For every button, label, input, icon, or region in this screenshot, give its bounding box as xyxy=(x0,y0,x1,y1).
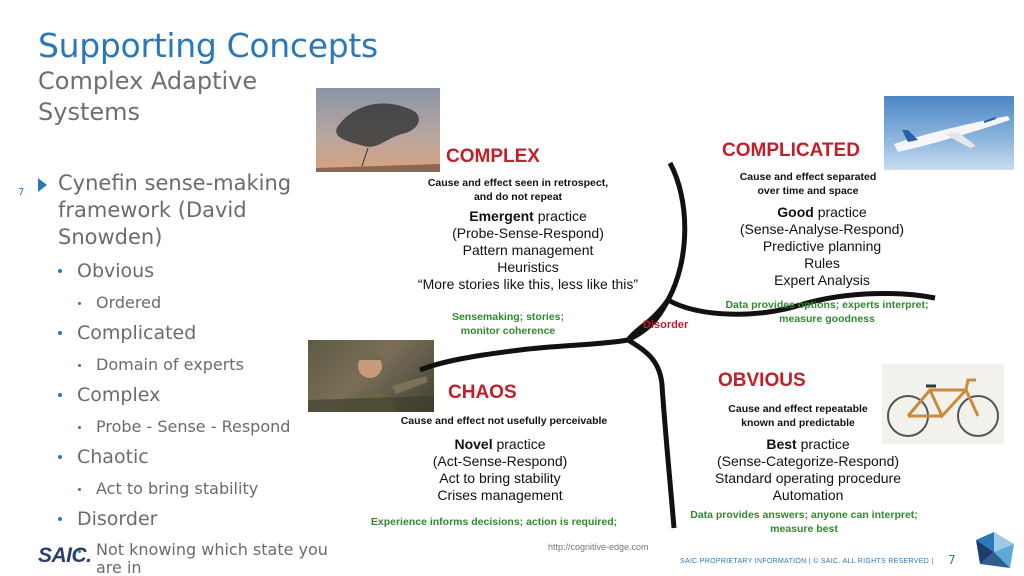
starling-flock-photo xyxy=(316,88,440,172)
obvious-practice: Best practice (Sense-Categorize-Respond)… xyxy=(714,436,902,503)
dot-bullet-icon xyxy=(78,550,81,553)
bird-flock-icon xyxy=(316,103,440,172)
bullet-main-text: Cynefin sense-making framework (David Sn… xyxy=(58,171,292,249)
complex-heading: COMPLEX xyxy=(446,146,540,167)
bullet-main: Cynefin sense-making framework (David Sn… xyxy=(38,170,338,251)
slide-number-marker: 7 xyxy=(18,187,25,198)
corner-triangle-icon xyxy=(976,532,1014,568)
complex-practice: Emergent practice (Probe-Sense-Respond) … xyxy=(417,208,639,292)
bullet-disorder: Disorder xyxy=(38,507,338,531)
triangle-bullet-icon xyxy=(38,178,47,192)
chaos-practice: Novel practice (Act-Sense-Respond) Act t… xyxy=(432,436,568,503)
dot-bullet-icon xyxy=(78,364,81,367)
dot-bullet-icon xyxy=(58,393,62,397)
dot-bullet-icon xyxy=(78,488,81,491)
disorder-label: Disorder xyxy=(643,319,689,331)
sub-bullet-ordered: Ordered xyxy=(38,293,338,313)
obvious-desc: Cause and effect repeatable known and pr… xyxy=(728,403,868,429)
slide-title: Supporting Concepts xyxy=(38,26,378,65)
complex-desc: Cause and effect seen in retrospect, and… xyxy=(427,177,609,203)
sub-bullet-experts: Domain of experts xyxy=(38,355,338,375)
complicated-green-note: Data provides options; experts interpret… xyxy=(725,299,929,325)
complex-green-note: Sensemaking; stories; monitor coherence xyxy=(451,311,565,337)
sub-bullet-not-knowing: Not knowing which state you are in xyxy=(38,541,338,576)
chaos-desc: Cause and effect not usefully perceivabl… xyxy=(400,415,608,427)
bullet-obvious: Obvious xyxy=(38,259,338,283)
source-link[interactable]: http://cognitive-edge.com xyxy=(548,542,649,552)
complicated-practice: Good practice (Sense-Analyse-Respond) Pr… xyxy=(739,204,905,288)
soldier-icon xyxy=(308,352,434,412)
complicated-desc: Cause and effect separated over time and… xyxy=(739,171,877,197)
sub-bullet-act: Act to bring stability xyxy=(38,479,338,499)
bullet-complicated: Complicated xyxy=(38,321,338,345)
obvious-green-note: Data provides answers; anyone can interp… xyxy=(690,509,918,535)
dot-bullet-icon xyxy=(78,302,81,305)
bullet-complex: Complex xyxy=(38,383,338,407)
soldier-photo xyxy=(308,340,434,412)
bicycle-photo xyxy=(882,364,1004,444)
airplane-icon xyxy=(894,116,1010,152)
complicated-heading: COMPLICATED xyxy=(722,140,860,161)
obvious-heading: OBVIOUS xyxy=(718,370,806,391)
bullet-list: Cynefin sense-making framework (David Sn… xyxy=(38,170,338,576)
bicycle-icon xyxy=(887,378,999,437)
chaos-heading: CHAOS xyxy=(448,382,517,403)
bullet-chaotic: Chaotic xyxy=(38,445,338,469)
dot-bullet-icon xyxy=(58,455,62,459)
page-number: 7 xyxy=(948,553,956,567)
dot-bullet-icon xyxy=(58,331,62,335)
dot-bullet-icon xyxy=(58,517,62,521)
chaos-green-note: Experience informs decisions; action is … xyxy=(370,516,618,528)
slide-subtitle: Complex Adaptive Systems xyxy=(38,67,258,126)
saic-logo: SAIC. xyxy=(38,544,92,567)
airplane-photo xyxy=(884,96,1014,170)
dot-bullet-icon xyxy=(58,269,62,273)
sub-bullet-probe: Probe - Sense - Respond xyxy=(38,417,338,437)
footer-text: SAIC PROPRIETARY INFORMATION | © SAIC. A… xyxy=(680,558,934,565)
dot-bullet-icon xyxy=(78,426,81,429)
